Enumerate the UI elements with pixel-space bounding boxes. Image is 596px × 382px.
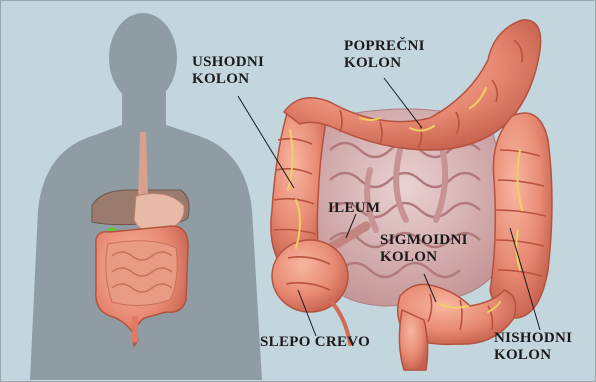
label-ascending-colon: USHODNI KOLON bbox=[192, 54, 264, 88]
mini-small-intestine bbox=[106, 241, 177, 306]
cecum-shape bbox=[272, 240, 348, 312]
label-ileum: ILEUM bbox=[328, 200, 380, 217]
label-cecum: SLEPO CREVO bbox=[260, 334, 370, 351]
mini-rectum bbox=[132, 316, 138, 342]
label-descending-colon: NISHODNI KOLON bbox=[494, 330, 572, 364]
label-sigmoid-colon: SIGMOIDNI KOLON bbox=[380, 232, 468, 266]
rectum-shape bbox=[399, 310, 427, 370]
label-transverse-colon: POPREČNI KOLON bbox=[344, 38, 425, 72]
